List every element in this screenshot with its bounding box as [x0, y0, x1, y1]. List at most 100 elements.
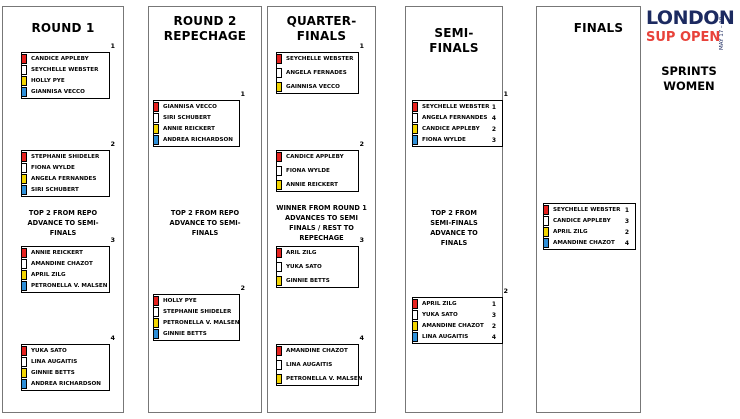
finals-title: FINALS: [573, 21, 624, 35]
heat-number: 1: [240, 90, 245, 98]
heat-number: 2: [503, 287, 508, 295]
lane-2: ANGELA FERNADES: [277, 68, 358, 78]
lane-white-swatch: [22, 357, 27, 367]
athlete-name: SIRI SCHUBERT: [163, 115, 211, 121]
lane-1: GIANNISA VECCO: [154, 102, 239, 112]
finish-position: 1: [491, 300, 496, 308]
finish-position: 3: [491, 311, 496, 319]
lane-blue-swatch: [22, 281, 27, 291]
lane-2: SIRI SCHUBERT: [154, 113, 239, 123]
lane-2: SEYCHELLE WEBSTER: [22, 65, 109, 75]
lane-red-swatch: [413, 299, 418, 309]
quarterfinals-heat-3: 3 ARIL ZILG YUKA SATO GINNIE BETTS: [276, 236, 364, 288]
lane-blue-swatch: [413, 135, 418, 145]
athlete-name: ARIL ZILG: [286, 250, 317, 256]
lane-1: HOLLY PYE: [154, 296, 239, 306]
lane-red-swatch: [544, 205, 549, 215]
lane-2: LINA AUGAITIS: [22, 357, 109, 367]
lane-3: GAINNISA VECCO: [277, 82, 358, 92]
lane-yellow-swatch: [22, 174, 27, 184]
semifinals-advance-note: TOP 2 FROM SEMI-FINALS ADVANCE TO FINALS: [430, 209, 478, 247]
athlete-name: FIONA WYLDE: [31, 165, 75, 171]
athlete-name: CANDICE APPLEBY: [553, 218, 611, 224]
round1-heat-3: 3 ANNIE REICKERT AMANDINE CHAZOT APRIL Z…: [21, 236, 115, 293]
athlete-name: GINNIE BETTS: [163, 331, 207, 337]
heat-number: 2: [240, 284, 245, 292]
finish-position: 2: [491, 125, 496, 133]
lane-4: AMANDINE CHAZOT 4: [544, 238, 635, 248]
lane-blue-swatch: [544, 238, 549, 248]
athlete-name: PETRONELLA V. MALSEN: [31, 283, 108, 289]
heat-box: SEYCHELLE WEBSTER ANGELA FERNADES GAINNI…: [276, 52, 359, 94]
lane-blue-swatch: [154, 329, 159, 339]
quarterfinals-advance-note: WINNER FROM ROUND 1 ADVANCES TO SEMI FIN…: [276, 204, 367, 242]
lane-2: YUKA SATO: [277, 262, 358, 272]
athlete-name: AMANDINE CHAZOT: [553, 240, 615, 246]
athlete-name: STEPHANIE SHIDELER: [163, 309, 232, 315]
round1-heat-1: 1 CANDICE APPLEBY SEYCHELLE WEBSTER HOLL…: [21, 42, 115, 99]
lane-1: CANDICE APPLEBY: [277, 152, 358, 162]
lane-3: CANDICE APPLEBY 2: [413, 124, 502, 134]
lane-blue-swatch: [413, 332, 418, 342]
finish-position: 4: [491, 333, 496, 341]
heat-number: 4: [110, 334, 115, 342]
lane-red-swatch: [154, 296, 159, 306]
athlete-name: CANDICE APPLEBY: [422, 126, 480, 132]
repechage-title-line1: ROUND 2: [173, 14, 237, 28]
lane-yellow-swatch: [154, 318, 159, 328]
heat-number: 1: [359, 42, 364, 50]
heat-box: ANNIE REICKERT AMANDINE CHAZOT APRIL ZIL…: [21, 246, 110, 293]
athlete-name: HOLLY PYE: [31, 78, 65, 84]
lane-white-swatch: [154, 113, 159, 123]
lane-1: SEYCHELLE WEBSTER: [277, 54, 358, 64]
lane-3: PETRONELLA V. MALSEN: [277, 374, 362, 384]
athlete-name: LINA AUGAITIS: [31, 359, 78, 365]
lane-1: AMANDINE CHAZOT: [277, 346, 358, 356]
lane-yellow-swatch: [22, 368, 27, 378]
lane-white-swatch: [22, 65, 27, 75]
athlete-name: GIANNISA VECCO: [31, 89, 85, 95]
athlete-name: CANDICE APPLEBY: [31, 56, 89, 62]
lane-3: GINNIE BETTS: [277, 276, 358, 286]
lane-yellow-swatch: [413, 124, 418, 134]
lane-4: ANDREA RICHARDSON: [22, 379, 109, 389]
lane-white-swatch: [413, 310, 418, 320]
athlete-name: ANNIE REICKERT: [286, 182, 338, 188]
heat-box: YUKA SATO LINA AUGAITIS GINNIE BETTS AND…: [21, 344, 110, 391]
athlete-name: AMANDINE CHAZOT: [286, 348, 348, 354]
lane-white-swatch: [277, 360, 282, 370]
lane-red-swatch: [22, 346, 27, 356]
finish-position: 4: [624, 239, 629, 247]
lane-red-swatch: [154, 102, 159, 112]
quarterfinals-column: QUARTER- FINALS 1 SEYCHELLE WEBSTER ANGE…: [267, 6, 376, 413]
lane-4: SIRI SCHUBERT: [22, 185, 109, 195]
logo-dates-text: MAY 17 – 19: [719, 16, 725, 50]
lane-white-swatch: [277, 166, 282, 176]
lane-1: YUKA SATO: [22, 346, 109, 356]
lane-3: ANNIE REICKERT: [154, 124, 239, 134]
quarterfinals-heat-1: 1 SEYCHELLE WEBSTER ANGELA FERNADES GAIN…: [276, 42, 364, 94]
heat-box: AMANDINE CHAZOT LINA AUGAITIS PETRONELLA…: [276, 344, 362, 386]
lane-2: FIONA WYLDE: [22, 163, 109, 173]
athlete-name: ANNIE REICKERT: [163, 126, 215, 132]
athlete-name: YUKA SATO: [31, 348, 67, 354]
lane-3: HOLLY PYE: [22, 76, 109, 86]
finish-position: 4: [491, 114, 496, 122]
athlete-name: APRIL ZILG: [31, 272, 66, 278]
quarterfinals-title-line1: QUARTER-: [286, 14, 357, 28]
repechage-heat-1: 1 GIANNISA VECCO SIRI SCHUBERT ANNIE REI…: [153, 90, 245, 147]
lane-blue-swatch: [22, 185, 27, 195]
lane-white-swatch: [22, 259, 27, 269]
finish-position: 1: [624, 206, 629, 214]
lane-4: GIANNISA VECCO: [22, 87, 109, 97]
